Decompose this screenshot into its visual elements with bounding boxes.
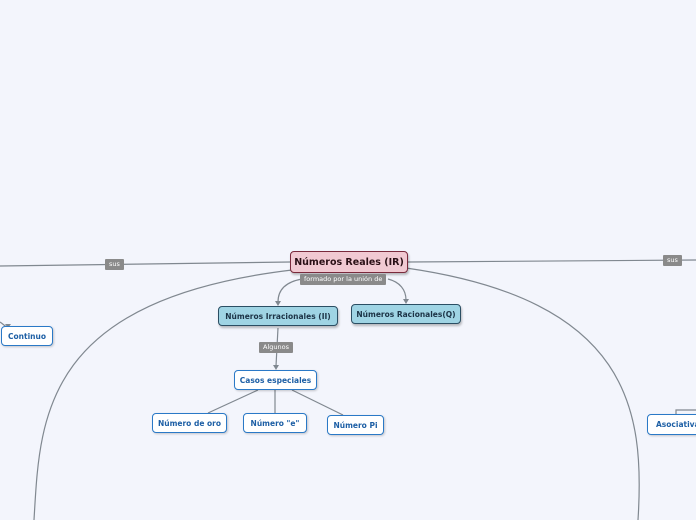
connector-label-sus-left: sus bbox=[105, 259, 124, 270]
node-continuo[interactable]: Continuo bbox=[1, 326, 53, 346]
node-numeros-racionales[interactable]: Números Racionales(Q) bbox=[351, 304, 461, 324]
arrow-irracionales bbox=[275, 301, 281, 306]
connector-label-algunos: Algunos bbox=[259, 342, 293, 353]
edge-to-irracionales bbox=[277, 278, 303, 303]
node-asociativa[interactable]: Asociativa bbox=[647, 414, 696, 435]
edge-asociativa bbox=[675, 409, 696, 414]
node-numero-e[interactable]: Número "e" bbox=[243, 413, 307, 433]
arrow-casos bbox=[273, 365, 279, 370]
edge-big-left-curve bbox=[33, 269, 293, 520]
node-casos-especiales[interactable]: Casos especiales bbox=[234, 370, 317, 390]
connector-label-formado: formado por la unión de bbox=[300, 274, 387, 285]
edge-root-left bbox=[0, 261, 291, 267]
edge-casos-oro bbox=[207, 389, 259, 414]
arrow-racionales bbox=[403, 299, 409, 304]
edge-root-right bbox=[407, 259, 696, 263]
root-node-numeros-reales[interactable]: Números Reales (IR) bbox=[290, 251, 408, 273]
edge-big-right-curve bbox=[405, 267, 640, 520]
node-numero-pi[interactable]: Número Pi bbox=[327, 415, 384, 435]
edge-to-racionales bbox=[387, 278, 407, 301]
connector-label-sus-right: sus bbox=[663, 255, 682, 266]
edge-casos-pi bbox=[291, 389, 344, 416]
node-numero-de-oro[interactable]: Número de oro bbox=[152, 413, 227, 433]
node-numeros-irracionales[interactable]: Números Irracionales (II) bbox=[218, 306, 338, 326]
